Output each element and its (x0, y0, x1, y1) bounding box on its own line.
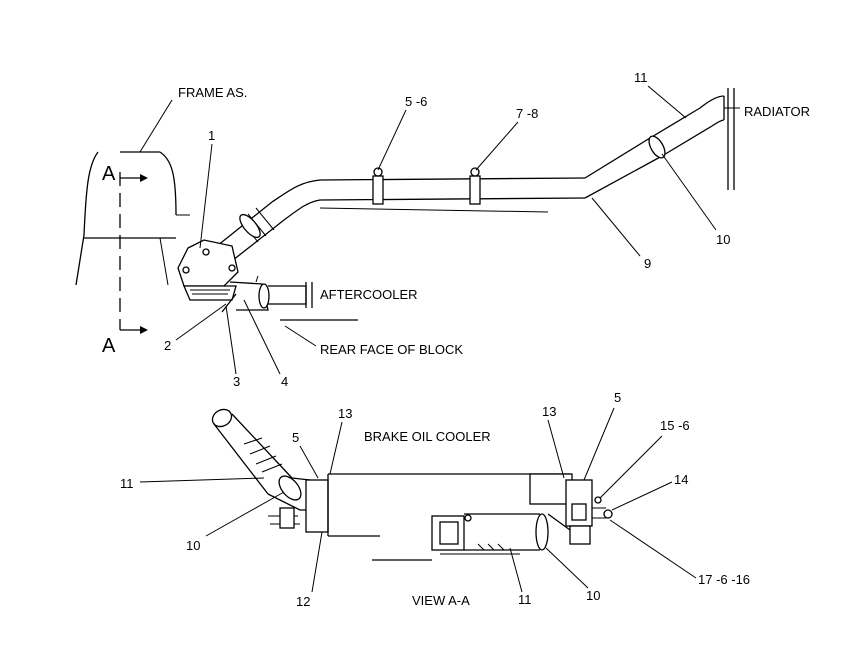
callout-10-bottom-left: 10 (186, 538, 200, 553)
callout-3: 3 (233, 374, 240, 389)
callout-15-6: 15 -6 (660, 418, 690, 433)
frame-assembly (75, 151, 190, 286)
frame-label: FRAME AS. (178, 85, 247, 100)
aftercooler (305, 282, 313, 308)
callout-13-bottom-right: 13 (542, 404, 556, 419)
callout-13-bottom-left: 13 (338, 406, 352, 421)
radiator-label: RADIATOR (744, 104, 810, 119)
section-mark-bottom: A (102, 335, 116, 357)
callout-4: 4 (281, 374, 288, 389)
callout-5-6: 5 -6 (405, 94, 427, 109)
aftercooler-label: AFTERCOOLER (320, 287, 418, 302)
callout-12: 12 (296, 594, 310, 609)
callout-11-bottom-right: 11 (518, 592, 532, 607)
callout-9: 9 (644, 256, 651, 271)
view-a-a-hose-left (211, 408, 311, 529)
section-line-a-a (119, 172, 148, 334)
callout-5-bottom-left: 5 (292, 430, 299, 445)
callout-10-bottom-right: 10 (586, 588, 600, 603)
callout-11: 11 (634, 70, 648, 85)
callout-17-6-16: 17 -6 -16 (698, 572, 750, 587)
callout-2: 2 (164, 338, 171, 353)
brake-oil-cooler-label: BRAKE OIL COOLER (364, 429, 491, 444)
rear-face-label: REAR FACE OF BLOCK (320, 342, 463, 357)
callout-5-bottom-right: 5 (614, 390, 621, 405)
radiator (724, 88, 740, 190)
callout-7-8: 7 -8 (516, 106, 538, 121)
brake-oil-cooler (305, 473, 613, 545)
thermostat-housing (177, 239, 307, 313)
callout-14: 14 (674, 472, 688, 487)
view-a-a-hose-lower (372, 513, 571, 561)
section-mark-top: A (102, 163, 116, 185)
callout-10: 10 (716, 232, 730, 247)
callout-11-bottom-left: 11 (120, 476, 134, 491)
view-a-a-label: VIEW A-A (412, 593, 470, 608)
rear-face-of-block (280, 319, 358, 347)
main-tube-assembly (211, 95, 725, 265)
callout-1: 1 (208, 128, 215, 143)
